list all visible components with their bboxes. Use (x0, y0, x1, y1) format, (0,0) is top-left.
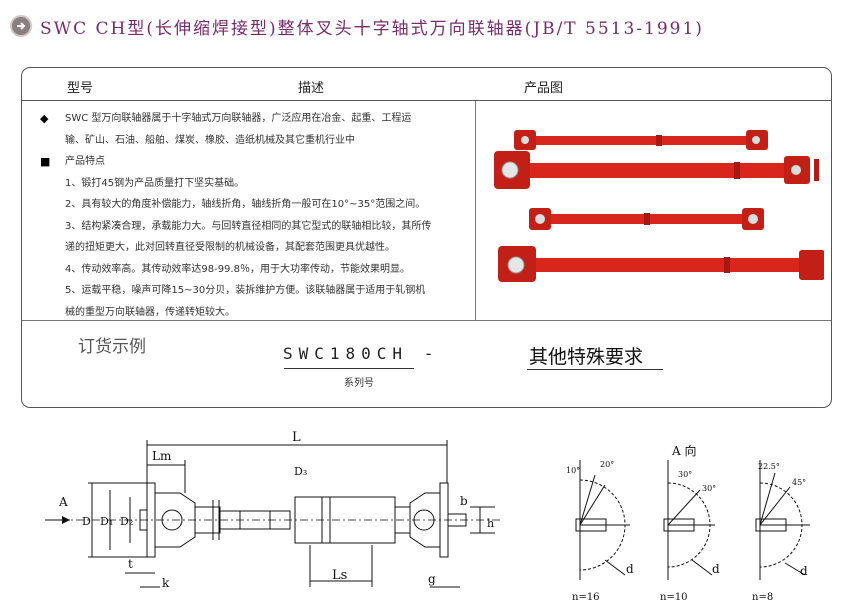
label-d-1: d (626, 562, 634, 576)
special-requirements: 其他特殊要求 (529, 346, 644, 368)
label-angle-22: 22.5° (758, 462, 780, 471)
page-title: SWC CH型(长伸缩焊接型)整体叉头十字轴式万向联轴器(JB/T 5513-1… (40, 18, 704, 39)
desc-line-1: SWC 型万向联轴器属于十字轴式万向联轴器，广泛应用在冶金、起重、工程运 (65, 113, 412, 124)
desc-line-9: 5、运载平稳，噪声可降15~30分贝，装拆维护方便。该联轴器属于适用于轧钢机 (65, 285, 426, 296)
header-model: 型号 (67, 81, 94, 96)
label-angle-30a: 30° (678, 470, 692, 479)
label-D2: D₂ (120, 515, 133, 528)
technical-drawing: L Lm A D D₁ D₂ D₃ Ls t k g b h (0, 415, 852, 607)
label-d-3: d (800, 564, 808, 578)
label-n16: n=16 (572, 592, 600, 603)
square-bullet-icon: ■ (40, 155, 51, 168)
label-Ls: Ls (332, 568, 347, 583)
row-divider (22, 320, 831, 321)
label-D1: D₁ (100, 515, 113, 528)
flange-view-n10 (663, 460, 715, 580)
desc-line-7: 递的扭矩更大，此对回转直径受限制的机械设备，其配套范围更具优越性。 (65, 242, 395, 253)
special-underline (527, 369, 663, 370)
direction-arrow-icon (45, 516, 70, 524)
shaft-4 (498, 246, 825, 282)
order-example-label: 订货示例 (78, 337, 146, 357)
label-angle-30b: 30° (702, 484, 716, 493)
desc-line-4: 1、锻打45钢为产品质量打下坚实基础。 (65, 177, 245, 189)
series-number-label: 系列号 (344, 378, 374, 389)
label-A: A (58, 495, 68, 509)
description-text: ◆ SWC 型万向联轴器属于十字轴式万向联轴器，广泛应用在冶金、起重、工程运 输、… (38, 108, 468, 323)
label-D: D (82, 515, 91, 528)
shaft-1 (514, 130, 768, 150)
label-Lm: Lm (152, 449, 172, 463)
label-b: b (460, 494, 468, 508)
label-n10: n=10 (660, 592, 688, 603)
column-divider (475, 101, 476, 320)
model-code-underline (284, 368, 414, 369)
diamond-bullet-icon: ◆ (40, 112, 49, 125)
product-image (484, 108, 825, 318)
label-k: k (162, 576, 170, 590)
label-L: L (292, 430, 301, 445)
label-angle-10: 10° (566, 466, 580, 475)
flange-view-n16 (575, 460, 630, 580)
desc-line-6: 3、结构紧凑合理，承载能力大。与回转直径相同的其它型式的联轴相比较，其所传 (65, 220, 432, 232)
desc-line-8: 4、传动效率高。其传动效率达98-99.8％，用于大功率传动，节能效果明显。 (65, 263, 410, 275)
order-model-code: SWC180CH - (283, 344, 440, 363)
desc-line-5: 2、具有较大的角度补偿能力，轴线折角，轴线折角一般可在10°~35°范围之间。 (65, 199, 426, 210)
header-description: 描述 (298, 81, 325, 96)
desc-line-10: 械的重型万向联轴器，传递转矩较大。 (65, 306, 235, 318)
label-n8: n=8 (752, 592, 773, 603)
table-header: 型号 描述 产品图 (22, 68, 831, 101)
title-row: SWC CH型(长伸缩焊接型)整体叉头十字轴式万向联轴器(JB/T 5513-1… (10, 8, 845, 44)
label-t: t (128, 557, 133, 571)
coupling-side-view (60, 440, 500, 588)
shaft-3 (529, 208, 764, 230)
label-d-2: d (712, 562, 720, 576)
product-card: 型号 描述 产品图 ◆ SWC 型万向联轴器属于十字轴式万向联轴器，广泛应用在冶金… (21, 67, 832, 408)
label-angle-45: 45° (792, 478, 806, 487)
label-a-direction: A 向 (671, 443, 696, 458)
label-h: h (487, 517, 494, 530)
arrow-circle-icon (10, 15, 32, 37)
desc-line-2: 输、矿山、石油、船舶、煤炭、橡胶、造纸机械及其它重机行业中 (65, 134, 355, 146)
flange-view-n8 (755, 460, 810, 580)
label-D3: D₃ (294, 465, 307, 478)
label-g: g (428, 572, 436, 586)
desc-line-3: 产品特点 (65, 156, 105, 167)
shaft-2 (494, 151, 819, 189)
header-product-image: 产品图 (524, 81, 564, 96)
label-angle-20: 20° (600, 460, 614, 469)
